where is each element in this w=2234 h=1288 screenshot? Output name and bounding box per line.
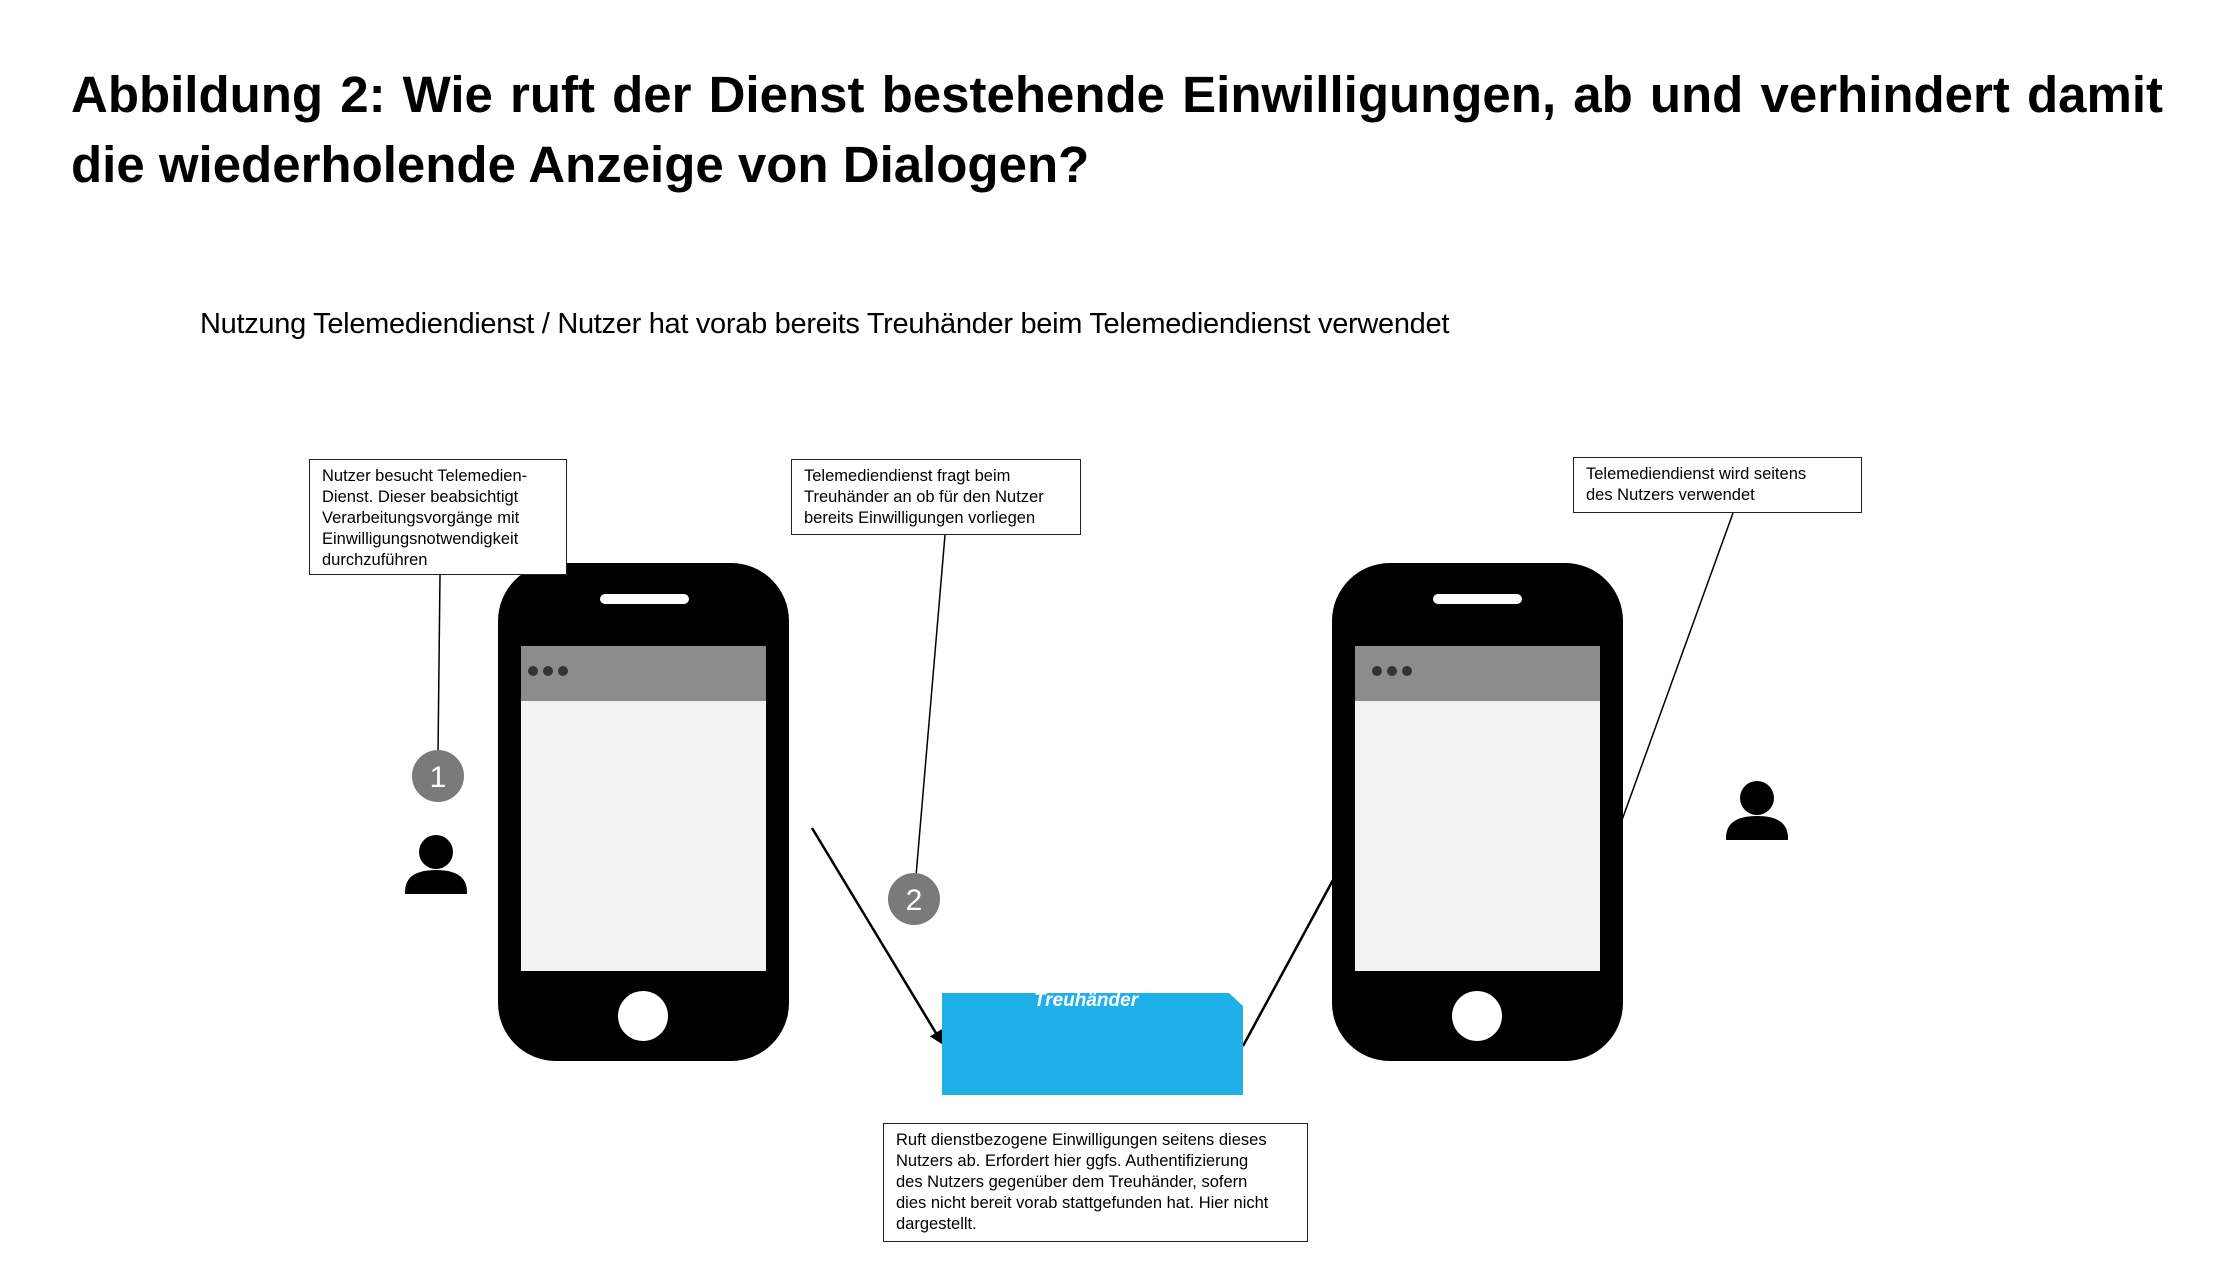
- treuhaender-box: [942, 993, 1243, 1095]
- left-smartphone-icon: [498, 563, 789, 1061]
- left-home-button: [618, 991, 668, 1041]
- right-smartphone-icon: [1332, 563, 1623, 1061]
- right-home-button: [1452, 991, 1502, 1041]
- callout-service-used: Telemediendienst wird seitens des Nutzer…: [1573, 457, 1862, 513]
- callout-2-connector: [915, 534, 946, 877]
- step-2-number: 2: [906, 884, 923, 917]
- treuhaender-label: Treuhänder: [1033, 990, 1139, 1011]
- callout-user-visits: Nutzer besucht Telemedien- Dienst. Diese…: [309, 459, 567, 575]
- right-person-icon: [1726, 781, 1788, 840]
- request-arrow: [810, 827, 944, 1045]
- callout-service-asks: Telemediendienst fragt beim Treuhänder a…: [791, 459, 1081, 535]
- response-line: [1241, 879, 1335, 1047]
- callout-1-connector: [437, 574, 441, 755]
- step-1-badge: 1: [412, 750, 464, 802]
- diagram-subtitle: Nutzung Telemediendienst / Nutzer hat vo…: [200, 308, 1450, 340]
- figure-title: Abbildung 2: Wie ruft der Dienst bestehe…: [71, 66, 2163, 193]
- right-browser-dots-icon: [1372, 666, 1412, 676]
- callout-3-connector: [1621, 512, 1734, 821]
- left-browser-dots-icon: [528, 666, 568, 676]
- callout-retrieves-consents: Ruft dienstbezogene Einwilligungen seite…: [883, 1123, 1308, 1242]
- left-person-icon: [405, 835, 467, 894]
- step-2-badge: 2: [888, 873, 940, 925]
- step-1-number: 1: [430, 761, 447, 794]
